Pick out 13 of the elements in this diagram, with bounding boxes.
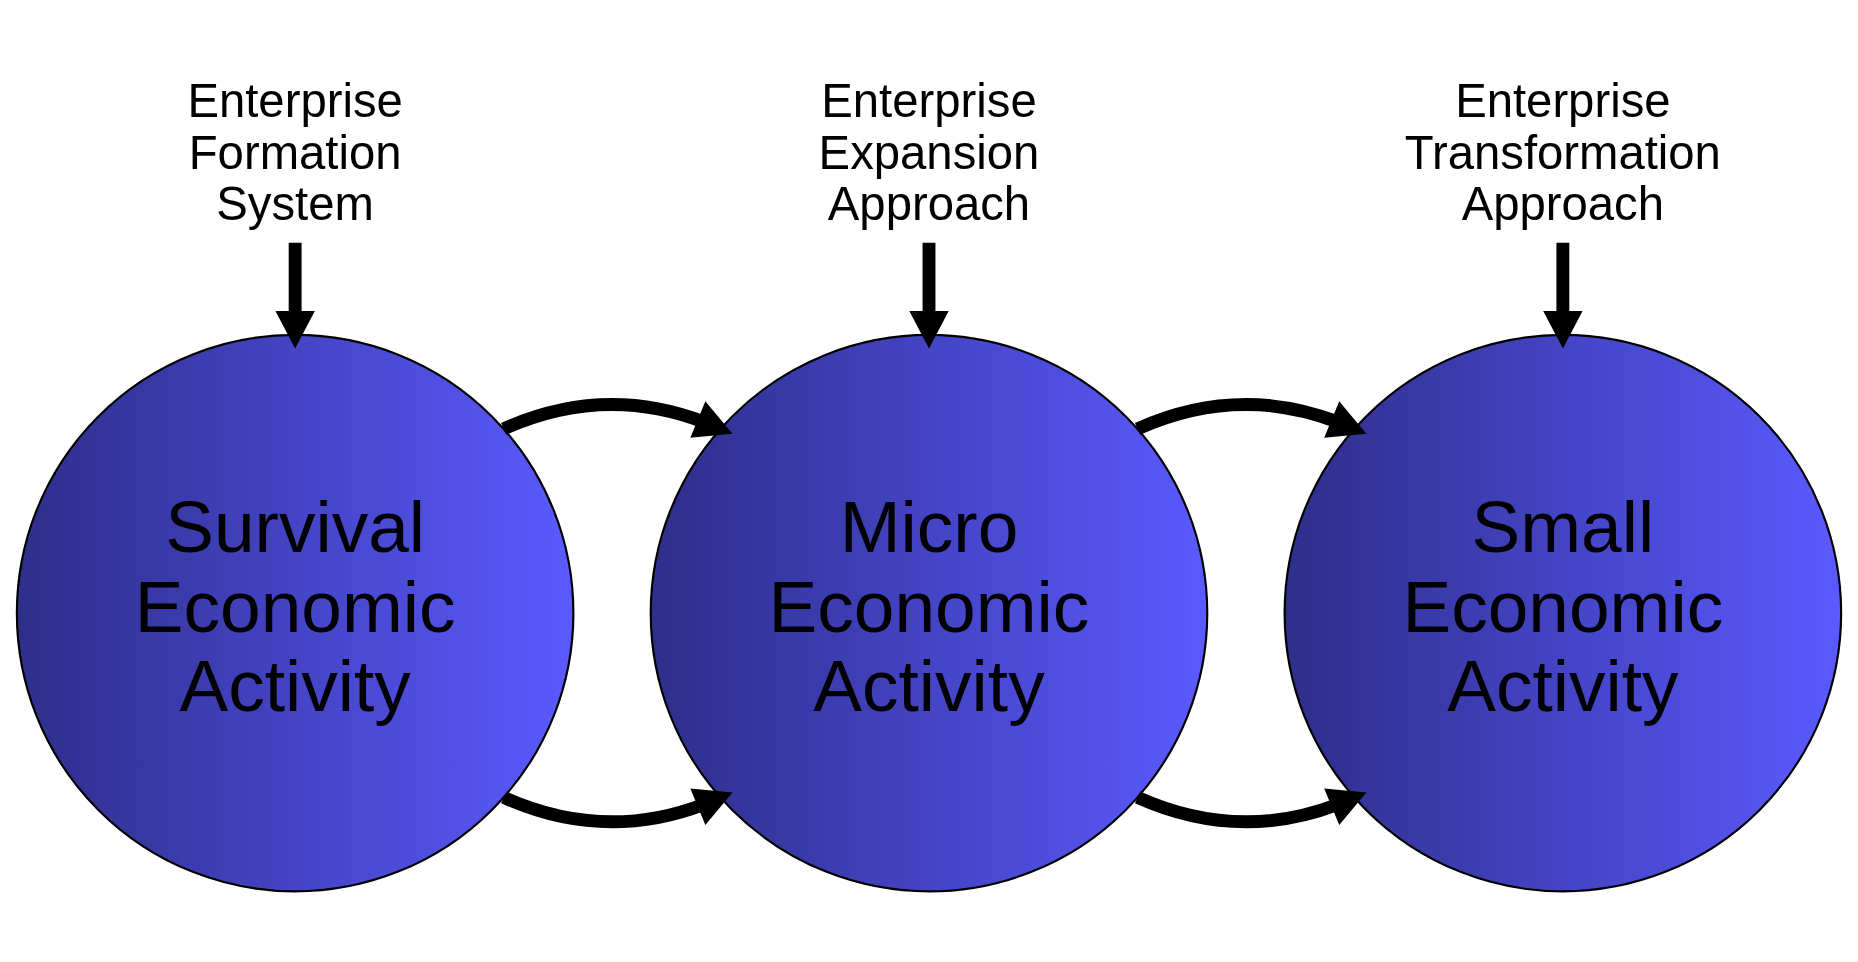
node-text: Enterprise Formation System [187, 74, 403, 231]
arrow [1135, 398, 1367, 438]
node-circle: Micro Economic Activity [649, 333, 1209, 893]
arrow [501, 788, 733, 829]
arrow [909, 242, 949, 349]
arrow [501, 398, 733, 438]
node-circle: Small Economic Activity [1283, 333, 1843, 893]
node-circle: Survival Economic Activity [15, 333, 575, 893]
arrow [275, 242, 315, 349]
arrow [1543, 242, 1583, 349]
node-text: Enterprise Transformation Approach [1404, 74, 1721, 231]
node-text: Enterprise Expansion Approach [818, 74, 1040, 231]
arrow [1135, 788, 1367, 829]
